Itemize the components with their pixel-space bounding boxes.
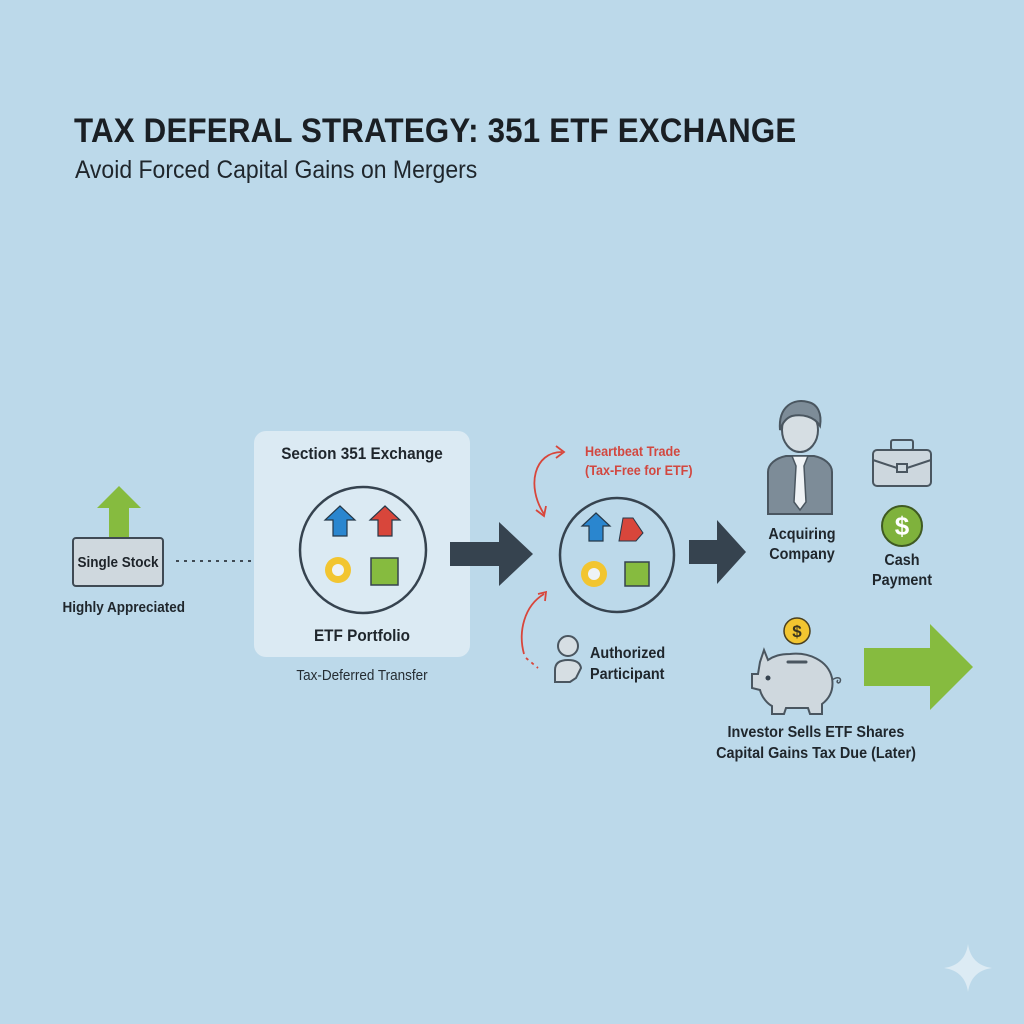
acquiring-company-label: Acquiring Company [768,526,836,563]
yellow-ring-icon [325,557,351,583]
briefcase-icon [872,439,932,487]
investor-sells-caption: Investor Sells ETF Shares Capital Gains … [716,724,916,762]
participant-curved-arrow [520,590,548,669]
heartbeat-curved-arrow [533,445,566,518]
red-sliced-arrow-icon [618,517,644,542]
etf-portfolio-basket [298,485,428,615]
authorized-participant-label: Authorized Participant [590,645,666,683]
etf-portfolio-label: ETF Portfolio [313,626,411,645]
tax-deferred-caption: Tax-Deferred Transfer [296,667,428,684]
gold-coin-icon: $ [783,617,811,645]
green-square-icon [624,561,650,587]
heartbeat-trade-line1: Heartbeat Trade [585,443,681,459]
svg-text:$: $ [895,511,910,541]
businessman-icon [767,400,833,515]
blue-arrow-icon [580,512,612,542]
flow-arrow-2 [689,520,746,584]
piggy-bank-icon [751,647,842,715]
section-351-panel [254,431,470,657]
cash-payment-label: Cash Payment [871,552,933,589]
svg-text:$: $ [792,622,802,641]
green-flow-arrow [864,624,973,710]
page-title: TAX DEFERAL STRATEGY: 351 ETF EXCHANGE [74,112,797,150]
single-stock-box: Single Stock [72,537,164,587]
page-subtitle: Avoid Forced Capital Gains on Mergers [75,156,478,184]
up-arrow-icon [97,486,141,538]
section-351-title: Section 351 Exchange [281,444,443,463]
blue-arrow-icon [323,505,357,537]
yellow-ring-icon [581,561,607,587]
highly-appreciated-caption: Highly Appreciated [62,599,186,616]
red-arrow-icon [368,505,402,537]
flow-arrow-1 [450,522,533,586]
etf-basket-after-trade [558,496,676,614]
single-stock-label: Single Stock [77,553,159,571]
green-square-icon [370,557,399,586]
person-icon [554,635,583,683]
heartbeat-trade-line2: (Tax-Free for ETF) [585,462,693,478]
dollar-coin-icon: $ [881,505,923,547]
sparkle-icon [944,944,992,992]
